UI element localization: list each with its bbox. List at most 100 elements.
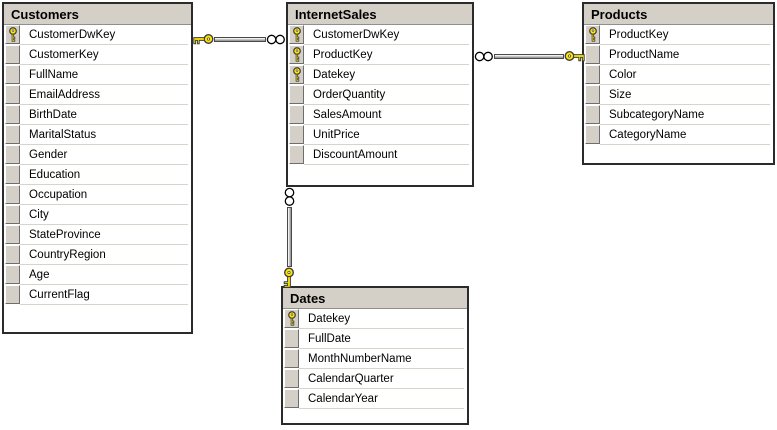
row-selector-button[interactable] — [284, 389, 299, 408]
column-row[interactable]: ProductKey — [584, 25, 773, 45]
primary-key-icon — [8, 27, 17, 42]
table-title-bar[interactable]: Dates — [283, 288, 467, 309]
row-selector-button[interactable] — [5, 245, 20, 264]
row-selector-button[interactable] — [289, 65, 304, 84]
table-internetsales[interactable]: InternetSales CustomerDwKey ProductKey D… — [286, 2, 474, 187]
table-title-bar[interactable]: InternetSales — [288, 4, 472, 25]
column-row[interactable]: CustomerDwKey — [288, 25, 472, 45]
relationship-key-icon — [283, 267, 295, 288]
column-name: Size — [600, 85, 770, 105]
column-row[interactable]: EmailAddress — [4, 85, 191, 105]
column-row[interactable]: SubcategoryName — [584, 105, 773, 125]
column-row[interactable]: CurrentFlag — [4, 285, 191, 305]
column-row[interactable]: Occupation — [4, 185, 191, 205]
row-selector-button[interactable] — [5, 45, 20, 64]
column-row[interactable]: CustomerKey — [4, 45, 191, 65]
row-selector-button[interactable] — [585, 125, 600, 144]
column-row[interactable]: CalendarYear — [283, 389, 467, 409]
column-name: ProductKey — [600, 25, 770, 45]
row-selector-button[interactable] — [5, 85, 20, 104]
column-name: Gender — [20, 145, 188, 165]
column-row[interactable]: ProductKey — [288, 45, 472, 65]
column-name: Datekey — [304, 65, 469, 85]
column-name: ProductKey — [304, 45, 469, 65]
row-selector-button[interactable] — [585, 65, 600, 84]
row-selector-button[interactable] — [289, 25, 304, 44]
table-title-bar[interactable]: Customers — [4, 4, 191, 25]
column-row[interactable]: Gender — [4, 145, 191, 165]
column-name: CustomerKey — [20, 45, 188, 65]
row-selector-button[interactable] — [5, 145, 20, 164]
row-selector-button[interactable] — [5, 225, 20, 244]
relationship-line[interactable] — [214, 36, 266, 42]
column-row[interactable]: Datekey — [283, 309, 467, 329]
row-selector-button[interactable] — [5, 165, 20, 184]
row-selector-button[interactable] — [585, 25, 600, 44]
column-name: City — [20, 205, 188, 225]
row-selector-button[interactable] — [5, 105, 20, 124]
row-selector-button[interactable] — [5, 205, 20, 224]
column-row[interactable]: SalesAmount — [288, 105, 472, 125]
column-row[interactable]: UnitPrice — [288, 125, 472, 145]
row-selector-button[interactable] — [5, 65, 20, 84]
column-row[interactable]: MaritalStatus — [4, 125, 191, 145]
table-title: Customers — [11, 7, 79, 22]
column-name: UnitPrice — [304, 125, 469, 145]
row-selector-button[interactable] — [284, 369, 299, 388]
column-row[interactable]: Size — [584, 85, 773, 105]
row-selector-button[interactable] — [5, 185, 20, 204]
column-row[interactable]: OrderQuantity — [288, 85, 472, 105]
column-row[interactable]: DiscountAmount — [288, 145, 472, 165]
column-row[interactable]: ProductName — [584, 45, 773, 65]
column-row[interactable]: FullDate — [283, 329, 467, 349]
row-selector-button[interactable] — [5, 265, 20, 284]
row-selector-button[interactable] — [5, 285, 20, 304]
row-selector-button[interactable] — [289, 105, 304, 124]
row-selector-button[interactable] — [284, 329, 299, 348]
relationship-key-icon — [193, 33, 214, 45]
primary-key-icon — [292, 67, 301, 82]
row-selector-button[interactable] — [5, 125, 20, 144]
column-name: Datekey — [299, 309, 464, 329]
column-row[interactable]: MonthNumberName — [283, 349, 467, 369]
column-row[interactable]: Datekey — [288, 65, 472, 85]
row-selector-button[interactable] — [289, 145, 304, 164]
column-row[interactable]: Color — [584, 65, 773, 85]
row-selector-button[interactable] — [284, 349, 299, 368]
row-selector-button[interactable] — [585, 45, 600, 64]
column-row[interactable]: BirthDate — [4, 105, 191, 125]
primary-key-icon — [588, 27, 597, 42]
row-selector-button[interactable] — [585, 85, 600, 104]
column-row[interactable]: CustomerDwKey — [4, 25, 191, 45]
row-selector-button[interactable] — [289, 85, 304, 104]
column-row[interactable]: CountryRegion — [4, 245, 191, 265]
column-row[interactable]: CalendarQuarter — [283, 369, 467, 389]
column-row[interactable]: City — [4, 205, 191, 225]
row-selector-button[interactable] — [585, 105, 600, 124]
relationship-key-icon — [564, 50, 585, 62]
row-selector-button[interactable] — [289, 125, 304, 144]
column-row[interactable]: CategoryName — [584, 125, 773, 145]
column-name: CalendarYear — [299, 389, 464, 409]
column-name: MaritalStatus — [20, 125, 188, 145]
column-row[interactable]: Age — [4, 265, 191, 285]
column-row[interactable]: Education — [4, 165, 191, 185]
column-name: MonthNumberName — [299, 349, 464, 369]
column-name: CountryRegion — [20, 245, 188, 265]
column-row[interactable]: StateProvince — [4, 225, 191, 245]
relationship-line[interactable] — [494, 53, 564, 59]
table-title-bar[interactable]: Products — [584, 4, 773, 25]
row-selector-button[interactable] — [5, 25, 20, 44]
row-selector-button[interactable] — [289, 45, 304, 64]
column-row[interactable]: FullName — [4, 65, 191, 85]
relationship-line[interactable] — [286, 207, 292, 267]
many-end-infinity — [284, 187, 295, 207]
row-selector-button[interactable] — [284, 309, 299, 328]
